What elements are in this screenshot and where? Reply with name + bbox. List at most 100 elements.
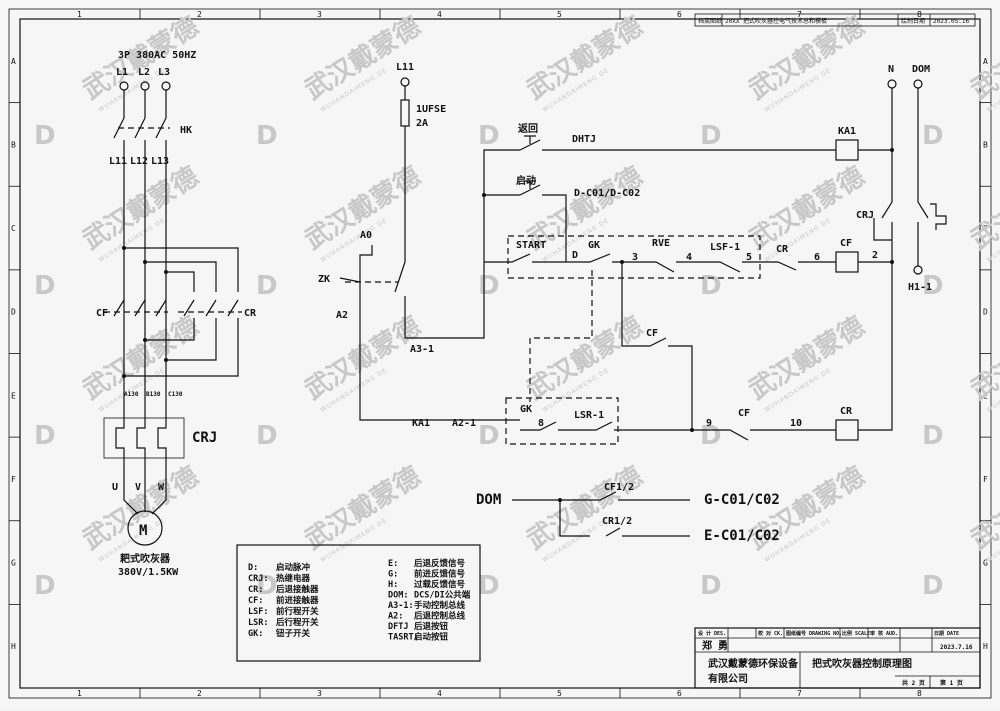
rve-label: RVE: [652, 238, 670, 249]
row-mark-right: H: [983, 642, 988, 651]
legend-key: CF:: [248, 596, 263, 606]
node-8-label: 8: [538, 418, 544, 429]
row-mark-right: B: [983, 140, 988, 149]
tb-company: 武汉戴蒙德环保设备: [708, 657, 799, 670]
legend-desc: 手动控制总线: [414, 600, 466, 611]
col-mark-top: 7: [797, 10, 802, 19]
col-mark-bottom: 2: [197, 689, 202, 698]
start-contact-label: START: [516, 240, 546, 251]
zk-label: ZK: [318, 274, 330, 285]
e-signal-label: E-C01/C02: [704, 528, 780, 544]
legend-key: H:: [388, 580, 398, 590]
l11-label: L11: [396, 62, 414, 73]
term-b130: B130: [146, 391, 161, 398]
col-mark-top: 3: [317, 10, 322, 19]
h11-label: H1-1: [908, 282, 932, 293]
legend-key: D:: [248, 563, 258, 573]
legend-desc: 后退按钮: [414, 621, 449, 632]
row-mark-right: A: [983, 57, 988, 66]
legend-desc: 过载反馈信号: [414, 579, 466, 590]
watermark-logo-icon: D: [478, 571, 500, 601]
watermark-logo-icon: D: [922, 271, 944, 301]
gk2-label: GK: [520, 404, 532, 415]
ka1-coil-label: KA1: [838, 126, 856, 137]
cf-contact-label: CF: [96, 308, 108, 319]
fuse-label: 1UFSE: [416, 104, 446, 115]
a31-label: A3-1: [410, 344, 434, 355]
node-3-label: 3: [632, 252, 638, 263]
fuse-rating: 2A: [416, 118, 428, 129]
a21-label: A2-1: [452, 418, 476, 429]
watermark-logo-icon: D: [34, 121, 56, 151]
legend: D:启动脉冲CRJ:热继电器CR:后退接触器CF:前进接触器LSF:前行程开关L…: [236, 544, 481, 662]
legend-key: GK:: [248, 629, 263, 639]
header-cell-2: 20XX 把式吹灰器控电气技术总和模板: [725, 17, 827, 25]
tb-date-label: 日期 DATE: [934, 630, 959, 637]
cf12-label: CF1/2: [604, 482, 634, 493]
tb-page: 第 1 页: [939, 679, 963, 687]
legend-key: LSF:: [248, 607, 268, 617]
motor-w: W: [158, 482, 165, 493]
row-mark-right: F: [983, 475, 988, 484]
wire-l13-label: L13: [151, 156, 169, 167]
dom-label: DOM: [912, 64, 930, 75]
col-mark-top: 8: [917, 10, 922, 19]
crj-label: CRJ: [192, 430, 217, 446]
phase-l3-label: L3: [158, 67, 170, 78]
legend-key: CR:: [248, 585, 263, 595]
watermark-logo-icon: D: [700, 271, 722, 301]
watermark-logo-icon: D: [34, 421, 56, 451]
col-mark-top: 5: [557, 10, 562, 19]
motor-label: M: [139, 523, 147, 539]
header-cell-1: 档案图纸: [698, 17, 722, 25]
gk-contact-label: GK: [588, 240, 600, 251]
cr-contact-label: CR: [244, 308, 257, 319]
legend-desc: 启动按钮: [414, 632, 449, 643]
control-circuit: L11 1UFSE 2A A0 ZK A2 A3-1 返回 DHTJ KA1 启…: [318, 62, 947, 445]
cr-interlock-label: CR: [776, 244, 789, 255]
row-mark-right: E: [983, 391, 988, 400]
crj-contact-label: CRJ: [856, 210, 874, 221]
fb-dom-label: DOM: [476, 492, 501, 508]
col-mark-bottom: 4: [437, 689, 442, 698]
legend-key: E:: [388, 559, 398, 569]
a2-label: A2: [336, 310, 348, 321]
col-mark-bottom: 6: [677, 689, 682, 698]
row-mark-left: G: [11, 559, 16, 568]
watermark-logo-icon: D: [256, 571, 278, 601]
tb-designer: 郑 勇: [702, 639, 728, 652]
legend-desc: 前行程开关: [276, 606, 319, 617]
watermark-logo-icon: D: [700, 421, 722, 451]
tb-drawing-no: 图纸编号 DRAWING NO.: [786, 630, 842, 637]
tb-company-2: 有限公司: [708, 672, 748, 685]
row-mark-left: H: [11, 642, 16, 651]
phase-l1-label: L1: [116, 67, 128, 78]
col-mark-top: 2: [197, 10, 202, 19]
row-mark-left: A: [11, 57, 16, 66]
device-rating: 380V/1.5KW: [118, 567, 179, 578]
watermark-logo-icon: D: [478, 271, 500, 301]
lsf-label: LSF-1: [710, 242, 740, 253]
supply-label: 3P 380AC 50HZ: [118, 50, 196, 61]
n-label: N: [888, 64, 894, 75]
motor-v: V: [135, 482, 141, 493]
cf-interlock-label: CF: [738, 408, 750, 419]
watermark-logo-icon: D: [700, 571, 722, 601]
cr12-label: CR1/2: [602, 516, 632, 527]
device-name: 耙式吹灰器: [120, 552, 171, 565]
wire-l12-label: L12: [130, 156, 148, 167]
legend-key: CRJ:: [248, 574, 268, 584]
header-cell-3: 绘制日期: [901, 17, 925, 25]
hk-label: HK: [180, 125, 192, 136]
watermark-logo-icon: D: [34, 571, 56, 601]
tb-scale: 比例 SCALE: [842, 630, 870, 637]
watermark-logo-icon: D: [34, 271, 56, 301]
header-strip: 档案图纸 20XX 把式吹灰器控电气技术总和模板 绘制日期 2023.05.16: [694, 13, 976, 27]
row-mark-left: C: [11, 224, 16, 233]
col-mark-top: 4: [437, 10, 442, 19]
a0-label: A0: [360, 230, 372, 241]
legend-desc: 启动脉冲: [276, 562, 311, 573]
lsr-label: LSR-1: [574, 410, 604, 421]
col-mark-top: 6: [677, 10, 682, 19]
